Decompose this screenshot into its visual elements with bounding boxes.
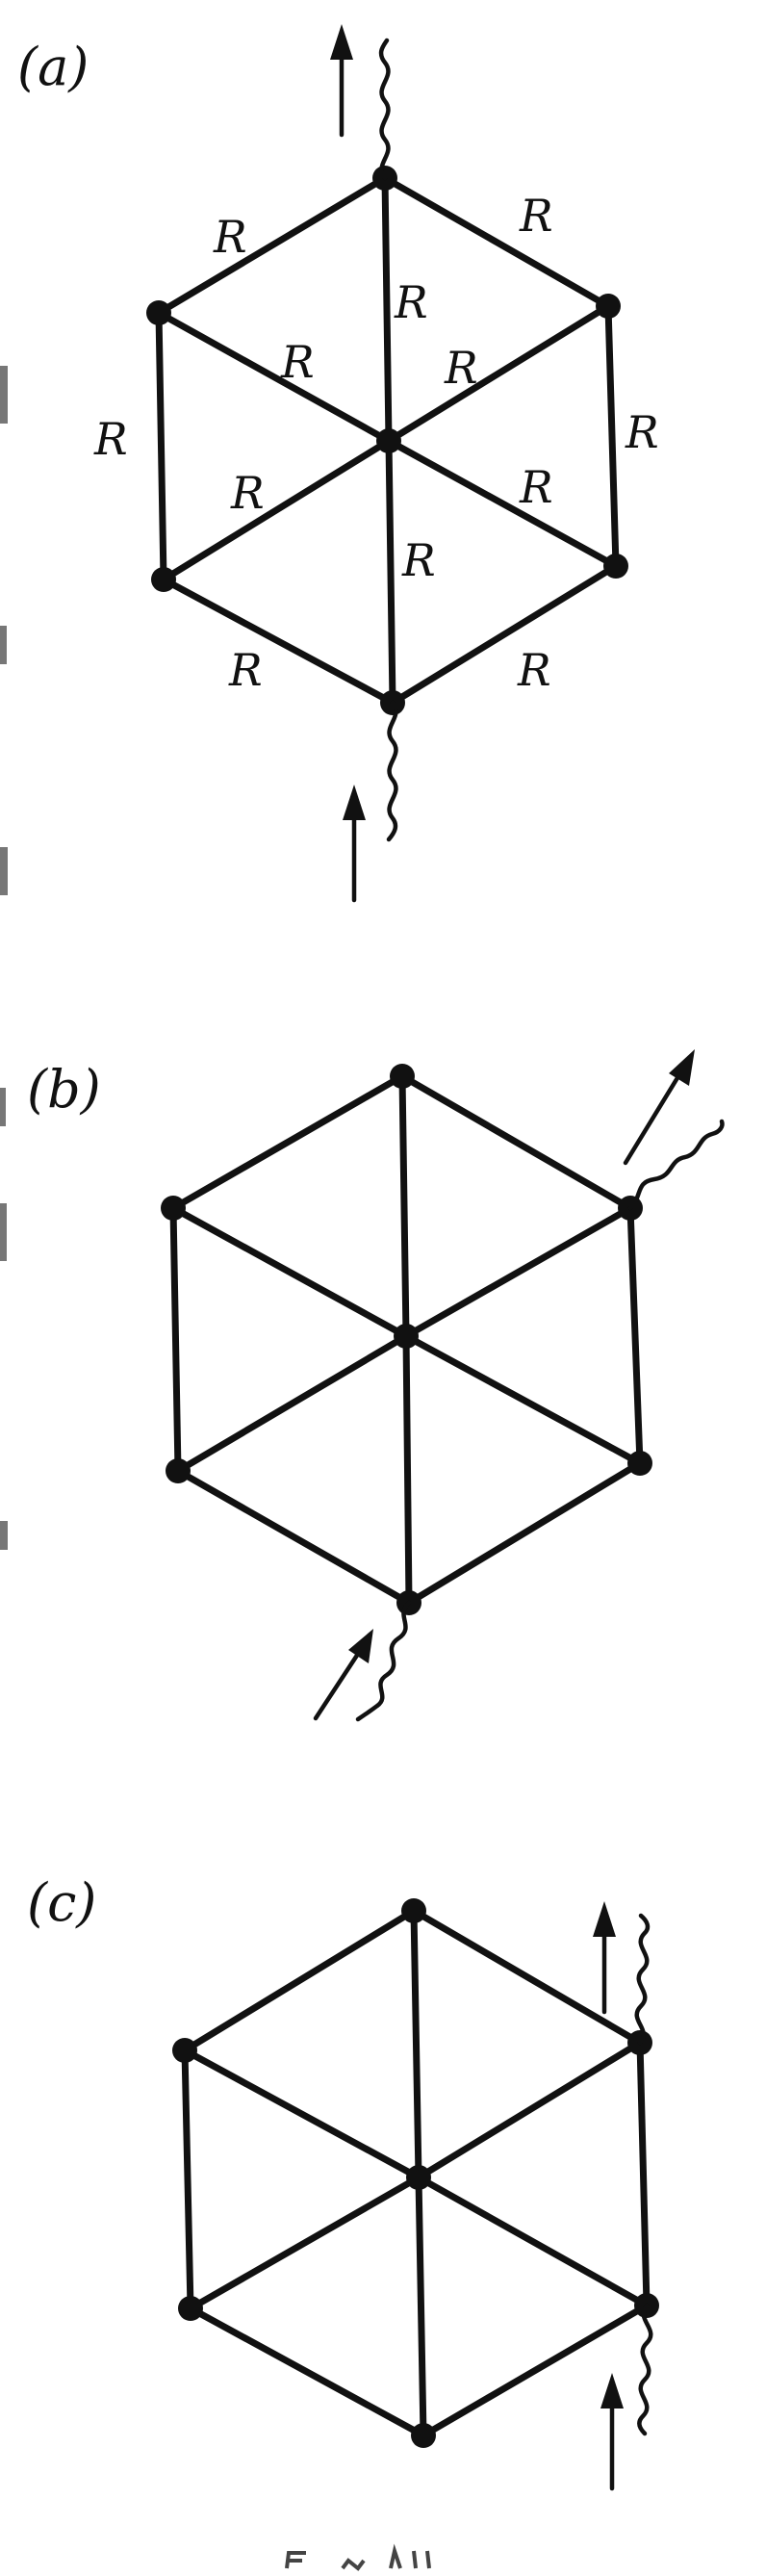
node-lower-right (627, 1451, 652, 1476)
panel-c-label: (c) (27, 1872, 96, 1933)
spoke-upperright (385, 302, 612, 445)
arrow-out-upperright-shaft (623, 1073, 681, 1166)
resistor-label: R (280, 336, 315, 388)
resistor-label: R (401, 534, 436, 586)
edge-lowerleft-upperleft (181, 2047, 194, 2312)
edge-lowerleft-upperleft (169, 1204, 182, 1475)
edge-lowerright-bottom (405, 1459, 644, 1607)
edge-lowerright-bottom (420, 2302, 651, 2439)
scan-margin-marks (0, 366, 8, 1550)
panel-a-network (146, 166, 628, 715)
node-upper-left (172, 2038, 197, 2063)
spoke-top (381, 174, 393, 445)
node-lower-left (151, 567, 176, 592)
panel-b-label: (b) (27, 1059, 101, 1120)
wire-lower-right (637, 2303, 653, 2436)
spoke-lowerleft (187, 2174, 422, 2312)
spoke-upperright (415, 2039, 644, 2181)
arrow-up-icon (330, 24, 353, 60)
spoke-upperleft (155, 309, 393, 445)
resistor-label: R (93, 413, 128, 465)
spoke-upperleft (181, 2047, 422, 2181)
arrow-up-right-icon (669, 1049, 695, 1086)
panel-b-terminals (313, 1049, 725, 1722)
clipped-caption-fragment (285, 2543, 431, 2571)
edge-top-upperright (410, 1907, 644, 2047)
node-upper-left (161, 1196, 186, 1221)
edge-bottom-lowerleft (174, 1467, 413, 1607)
wire-bottom (355, 1600, 412, 1722)
edge-upperleft-top (181, 1907, 418, 2054)
spoke-lowerleft (174, 1332, 410, 1475)
edge-upperright-lowerright (604, 302, 620, 570)
spoke-top (398, 1072, 410, 1340)
edge-lowerright-bottom (389, 562, 620, 707)
edge-lowerleft-upperleft (155, 309, 167, 583)
edge-top-upperright (381, 174, 612, 310)
wire-bottom (386, 700, 398, 842)
spoke-lowerleft (160, 437, 393, 583)
wire-upper-right (634, 1913, 651, 2046)
arrow-in-bottom-shaft (313, 1651, 361, 1721)
node-top (401, 1898, 426, 1923)
wire-upper-right (627, 1119, 725, 1211)
node-lower-left (178, 2296, 203, 2321)
arrow-up-icon (593, 1901, 616, 1937)
node-upper-right (596, 294, 621, 319)
arrow-up-icon (343, 785, 366, 820)
spoke-upperleft (169, 1204, 410, 1340)
panel-c: (c) (27, 1872, 659, 2491)
edge-bottom-lowerleft (187, 2305, 427, 2439)
edge-upperright-lowerright (636, 2039, 651, 2309)
resistor-label: R (519, 461, 553, 513)
node-upper-left (146, 300, 171, 325)
spoke-lowerright (402, 1332, 644, 1467)
arrow-up-icon (600, 2373, 624, 2409)
panel-b: (b) (27, 1049, 725, 1722)
edge-upperleft-top (169, 1072, 406, 1212)
resistor-label: R (517, 644, 551, 696)
spoke-lowerright (385, 437, 620, 570)
node-center (394, 1324, 419, 1349)
wire-top (378, 38, 391, 181)
arrow-up-right-icon (348, 1629, 373, 1663)
panel-a-terminals (330, 24, 398, 903)
node-lower-left (166, 1458, 191, 1483)
spoke-upperright (402, 1204, 634, 1340)
node-center (376, 428, 401, 453)
panel-c-network (172, 1898, 659, 2448)
resistor-label: R (625, 406, 659, 458)
panel-a-resistor-labels: R R R R R R R R R R R R (93, 190, 659, 696)
spoke-bottom (385, 437, 396, 707)
resistor-label: R (228, 644, 263, 696)
edge-upperleft-top (155, 174, 389, 317)
spoke-bottom (415, 2174, 427, 2439)
resistor-label: R (230, 467, 265, 519)
edge-upperright-lowerright (626, 1204, 644, 1467)
resistor-label: R (213, 211, 247, 263)
resistor-label: R (519, 190, 553, 242)
spoke-lowerright (415, 2174, 651, 2309)
panel-c-terminals (593, 1901, 653, 2491)
resistor-label: R (444, 342, 478, 394)
node-lower-right (603, 554, 628, 579)
edge-top-upperright (398, 1072, 634, 1212)
spoke-top (410, 1907, 422, 2181)
node-top (390, 1064, 415, 1089)
edge-bottom-lowerleft (160, 576, 396, 707)
node-bottom (411, 2423, 436, 2448)
panel-a-label: (a) (17, 37, 89, 97)
node-center (406, 2165, 431, 2190)
panel-b-network (161, 1064, 652, 1615)
spoke-bottom (402, 1332, 413, 1607)
resistor-label: R (394, 276, 428, 328)
panel-a: (a) R R R R R (17, 24, 659, 903)
